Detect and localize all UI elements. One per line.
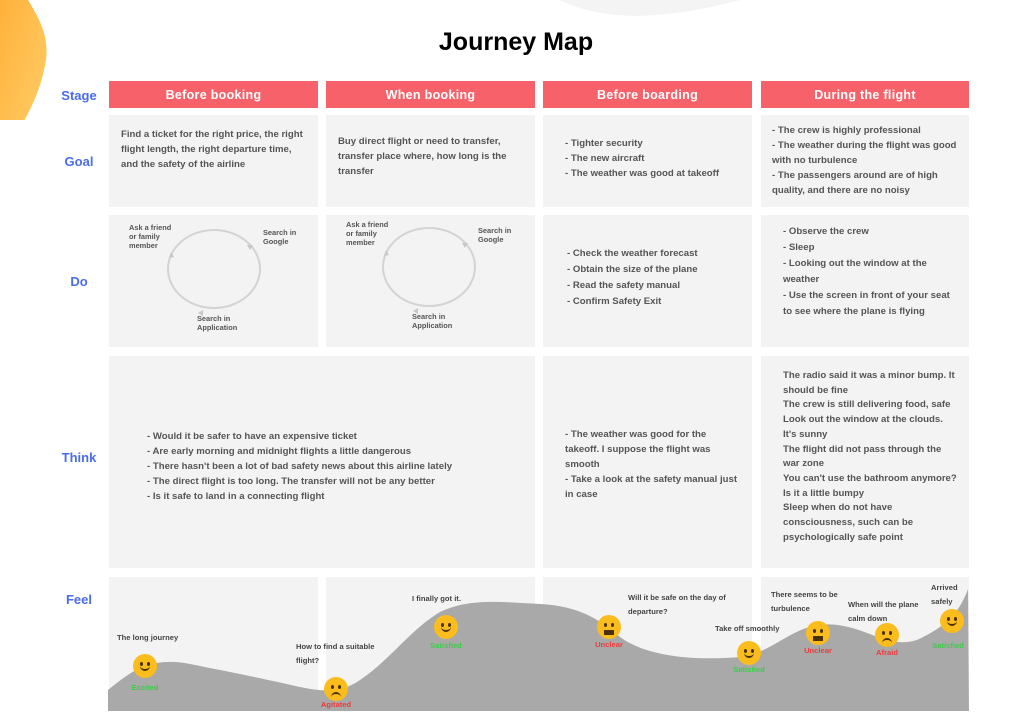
think-item: You can't use the bathroom anymore? Is i… xyxy=(783,472,957,499)
feel-text: Will it be safe on the day of departure? xyxy=(628,593,726,616)
happy-face-icon xyxy=(133,654,157,678)
cycle-diagram xyxy=(382,227,476,307)
cycle-arrows xyxy=(169,245,253,316)
cycle-label-google: Search in Google xyxy=(478,226,512,244)
emotion-label: Satisfied xyxy=(430,641,462,650)
stage-header-before-booking: Before booking xyxy=(109,81,318,108)
sad-face-icon xyxy=(875,623,899,647)
do-item: - Confirm Safety Exit xyxy=(567,296,662,307)
feel-text: Arrived safely xyxy=(931,583,958,606)
do-cell-when-booking: Ask a friend or family member Search in … xyxy=(326,215,535,347)
think-item: The crew is still delivering food, safe xyxy=(783,399,951,411)
goal-item: - The new aircraft xyxy=(565,153,645,164)
think-cell-during-flight: The radio said it was a minor bump. It s… xyxy=(761,356,969,568)
happy-face-icon xyxy=(940,609,964,633)
cycle-label-ask: Ask a friend or family member xyxy=(346,220,389,247)
do-item: - Use the screen in front of your seat t… xyxy=(783,290,950,317)
cycle-arrows xyxy=(384,243,468,314)
row-label-goal: Goal xyxy=(64,154,94,169)
goal-item: - The passengers around are of high qual… xyxy=(772,170,938,196)
do-item: - Obtain the size of the plane xyxy=(567,264,698,275)
do-item: - Looking out the window at the weather xyxy=(783,258,927,285)
feel-text: Take off smoothly xyxy=(715,624,780,633)
cycle-label-application: Search in Application xyxy=(412,312,453,330)
goal-cell-when-booking: Buy direct flight or need to transfer, t… xyxy=(326,115,535,207)
think-item: - The weather was good for the takeoff. … xyxy=(565,429,711,470)
do-item: - Read the safety manual xyxy=(567,280,681,291)
goal-item: - Tighter security xyxy=(565,138,643,149)
cycle-diagram xyxy=(167,229,261,309)
think-item: - Is it safe to land in a connecting fli… xyxy=(147,491,325,502)
feel-text: The long journey xyxy=(117,633,179,642)
think-item: - There hasn't been a lot of bad safety … xyxy=(147,461,453,472)
think-item: - Would it be safer to have an expensive… xyxy=(147,431,357,442)
goal-text: Buy direct flight or need to transfer, t… xyxy=(338,136,507,177)
happy-face-icon xyxy=(434,615,458,639)
goal-text: Find a ticket for the right price, the r… xyxy=(121,129,303,170)
goal-item: - The weather was good at takeoff xyxy=(565,168,720,179)
think-item: - The direct flight is too long. The tra… xyxy=(147,476,435,487)
row-label-think: Think xyxy=(61,450,97,465)
cycle-label-google: Search in Google xyxy=(263,228,297,246)
think-cell-booking: - Would it be safer to have an expensive… xyxy=(109,356,535,568)
stage-header-during-flight: During the flight xyxy=(761,81,969,108)
emotion-label: Afraid xyxy=(876,648,898,657)
neutral-face-icon xyxy=(597,615,621,639)
emotion-label: Satisfied xyxy=(733,665,765,674)
emotion-label: Satisfied xyxy=(932,641,964,650)
stage-header-before-boarding: Before boarding xyxy=(543,81,752,108)
think-item: - Take a look at the safety manual just … xyxy=(565,474,738,500)
neutral-face-icon xyxy=(806,621,830,645)
emotion-label: Unclear xyxy=(804,646,832,655)
do-cell-during-flight: - Observe the crew - Sleep - Looking out… xyxy=(761,215,969,347)
row-label-do: Do xyxy=(70,274,88,289)
feel-text: How to find a suitable flight? xyxy=(296,642,375,665)
emotion-label: Excited xyxy=(131,683,159,692)
row-label-stage: Stage xyxy=(61,88,97,103)
goal-item: - The weather during the flight was good… xyxy=(772,140,957,166)
feel-text: When will the plane calm down xyxy=(848,600,919,623)
goal-cell-before-boarding: - Tighter security - The new aircraft - … xyxy=(543,115,752,207)
goal-item: - The crew is highly professional xyxy=(772,125,921,136)
think-cell-before-boarding: - The weather was good for the takeoff. … xyxy=(543,356,752,568)
emotion-label: Agitated xyxy=(320,700,352,709)
do-item: - Check the weather forecast xyxy=(567,248,698,259)
sad-face-icon xyxy=(324,677,348,701)
do-item: - Sleep xyxy=(783,242,815,253)
decorative-background xyxy=(0,0,740,120)
feel-text: There seems to be turbulence xyxy=(771,590,838,613)
stage-header-when-booking: When booking xyxy=(326,81,535,108)
think-item: - Are early morning and midnight flights… xyxy=(147,446,412,457)
row-label-feel: Feel xyxy=(65,592,92,607)
page-title: Journey Map xyxy=(438,28,594,56)
think-item: The flight did not pass through the war … xyxy=(783,443,942,470)
goal-cell-during-flight: - The crew is highly professional - The … xyxy=(761,115,969,207)
do-item: - Observe the crew xyxy=(783,226,869,237)
cycle-label-ask: Ask a friend or family member xyxy=(129,223,172,250)
think-item: Sleep when do not have consciousness, su… xyxy=(783,502,914,543)
do-cell-before-booking: Ask a friend or family member Search in … xyxy=(109,215,318,347)
emotion-label: Unclear xyxy=(595,640,623,649)
cycle-label-application: Search in Application xyxy=(197,314,238,332)
feel-text: I finally got it. xyxy=(412,594,461,603)
goal-cell-before-booking: Find a ticket for the right price, the r… xyxy=(109,115,318,207)
think-item: Look out the window at the clouds. It's … xyxy=(783,414,943,440)
do-cell-before-boarding: - Check the weather forecast - Obtain th… xyxy=(543,215,752,347)
think-item: The radio said it was a minor bump. It s… xyxy=(783,370,955,396)
happy-face-icon xyxy=(737,641,761,665)
